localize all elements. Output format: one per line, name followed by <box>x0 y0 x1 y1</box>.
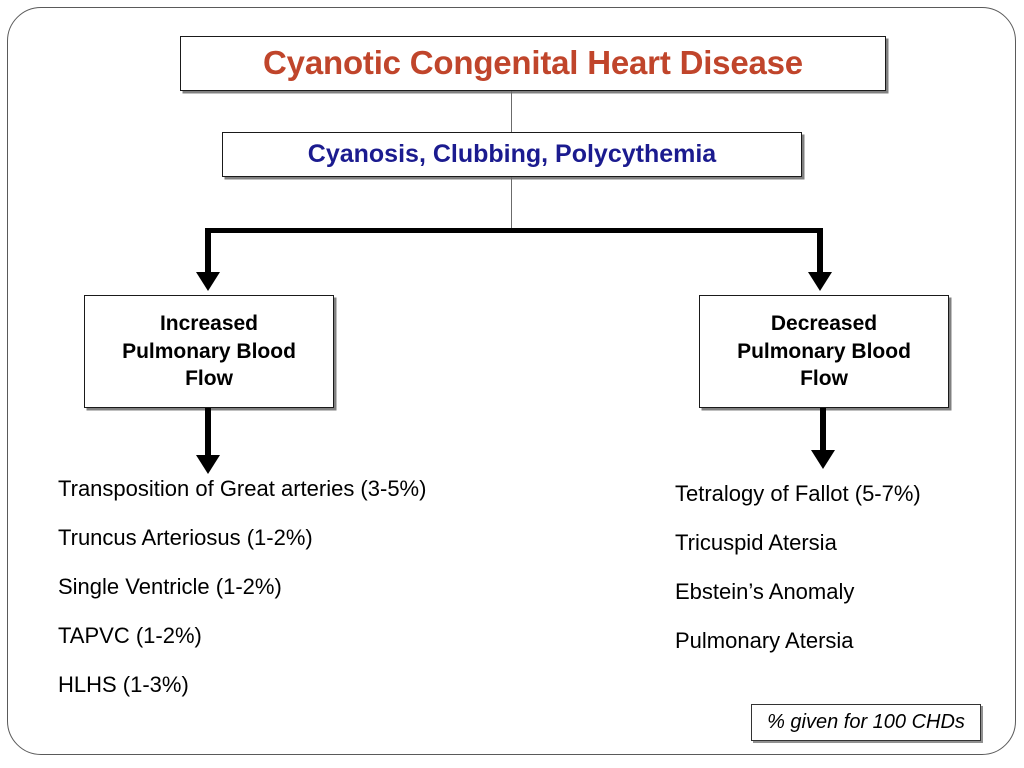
decreased-branch-label: Decreased Pulmonary Blood Flow <box>737 310 911 394</box>
title-box: Cyanotic Congenital Heart Disease <box>180 36 886 91</box>
arrow-stem-to-increased-list <box>205 408 211 456</box>
increased-flow-condition-list: Transposition of Great arteries (3-5%) T… <box>58 478 528 723</box>
branch-line: Flow <box>800 367 848 391</box>
branch-line: Decreased <box>770 311 878 335</box>
footnote-label: % given for 100 CHDs <box>767 711 965 733</box>
branch-line: Pulmonary Blood <box>737 339 911 363</box>
arrow-stem-to-increased <box>205 228 211 273</box>
clinical-signs-box: Cyanosis, Clubbing, Polycythemia <box>222 132 802 177</box>
decreased-pulmonary-blood-flow-box: Decreased Pulmonary Blood Flow <box>699 295 949 408</box>
list-item: Tricuspid Atersia <box>675 530 837 555</box>
list-item: Pulmonary Atersia <box>675 628 854 653</box>
arrow-head-to-increased <box>196 272 220 291</box>
arrow-head-to-decreased-list <box>811 450 835 469</box>
footnote-box: % given for 100 CHDs <box>751 704 981 741</box>
connector-title-to-signs <box>511 91 513 133</box>
list-item: Tetralogy of Fallot (5-7%) <box>675 481 921 506</box>
list-item: HLHS (1-3%) <box>58 672 189 697</box>
arrow-head-to-decreased <box>808 272 832 291</box>
list-item: Truncus Arteriosus (1-2%) <box>58 525 313 550</box>
page-title: Cyanotic Congenital Heart Disease <box>263 44 803 82</box>
decreased-flow-condition-list: Tetralogy of Fallot (5-7%) Tricuspid Ate… <box>675 483 1005 679</box>
branch-line: Pulmonary Blood <box>122 339 296 363</box>
increased-branch-label: Increased Pulmonary Blood Flow <box>122 310 296 394</box>
list-item: Ebstein’s Anomaly <box>675 579 855 604</box>
connector-signs-to-split <box>511 177 513 229</box>
list-item: Transposition of Great arteries (3-5%) <box>58 476 427 501</box>
arrow-head-to-increased-list <box>196 455 220 474</box>
branch-line: Increased <box>159 311 259 335</box>
branch-line: Flow <box>185 367 233 391</box>
clinical-signs-label: Cyanosis, Clubbing, Polycythemia <box>307 140 717 169</box>
list-item: TAPVC (1-2%) <box>58 623 202 648</box>
arrow-stem-to-decreased <box>817 228 823 273</box>
list-item: Single Ventricle (1-2%) <box>58 574 282 599</box>
increased-pulmonary-blood-flow-box: Increased Pulmonary Blood Flow <box>84 295 334 408</box>
split-bar <box>205 228 823 233</box>
arrow-stem-to-decreased-list <box>820 408 826 451</box>
